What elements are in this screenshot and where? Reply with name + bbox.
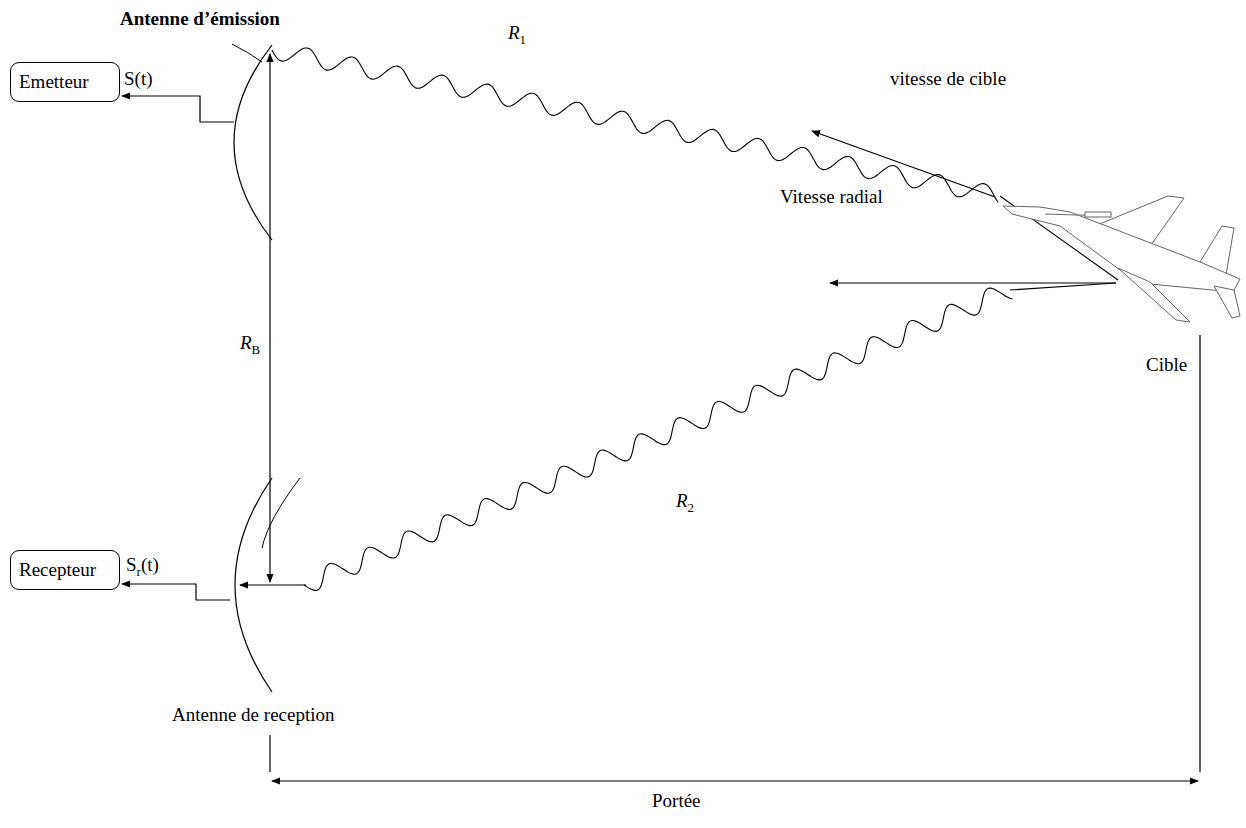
label-part: r — [137, 564, 141, 579]
device-name: Emetteur — [19, 71, 89, 93]
feed-wire — [122, 584, 230, 600]
label-part: Cible — [1146, 354, 1187, 375]
label-part: S — [126, 554, 137, 575]
label-part: (t) — [141, 554, 159, 575]
label-part: S(t) — [124, 68, 153, 89]
diagram-label: R2 — [676, 490, 694, 515]
wave — [304, 288, 1013, 590]
diagram-label: Vitesse radial — [780, 186, 883, 208]
range-tick — [269, 735, 270, 772]
aircraft — [1003, 196, 1240, 322]
label-part: Portée — [652, 790, 701, 811]
label-part: 1 — [520, 32, 526, 47]
antenna-rim — [232, 44, 262, 62]
label-part: R — [240, 332, 252, 353]
label-part: Vitesse radial — [780, 186, 883, 207]
aircraft-fin — [1214, 286, 1240, 318]
wave — [272, 48, 998, 202]
label-part: R — [676, 490, 688, 511]
label-part: Antenne d’émission — [120, 8, 280, 29]
diagram-label: R1 — [508, 22, 526, 47]
label-part: R — [508, 22, 520, 43]
incoming-arrow — [240, 584, 306, 585]
radial-velocity-arrow — [830, 282, 1116, 283]
label-part: B — [252, 342, 261, 357]
label-part: vitesse de cible — [890, 68, 1006, 89]
device-box: Recepteur — [10, 550, 120, 590]
diagram-label: vitesse de cible — [890, 68, 1006, 90]
transmit-antenna — [234, 45, 272, 240]
baseline-arrow — [269, 54, 270, 582]
diagram-label: Sr(t) — [126, 554, 159, 579]
diagram-label: S(t) — [124, 68, 153, 90]
device-name: Recepteur — [19, 559, 96, 581]
wave-tail — [1010, 283, 1116, 290]
range-arrow — [272, 780, 1198, 781]
device-box: Emetteur — [10, 62, 120, 102]
feed-wire — [122, 96, 234, 122]
diagram-label: Antenne de reception — [172, 704, 334, 726]
diagram-label: Antenne d’émission — [120, 8, 280, 30]
diagram-label: RB — [240, 332, 260, 357]
aircraft-fuselage — [1003, 206, 1240, 292]
label-part: Antenne de reception — [172, 704, 334, 725]
label-part: 2 — [688, 500, 694, 515]
diagram-label: Cible — [1146, 354, 1187, 376]
antenna-rim — [262, 478, 300, 548]
aircraft-wing — [1118, 268, 1190, 322]
range-tick — [1199, 335, 1200, 772]
aircraft-detail — [1085, 212, 1111, 217]
diagram-label: Portée — [652, 790, 701, 812]
